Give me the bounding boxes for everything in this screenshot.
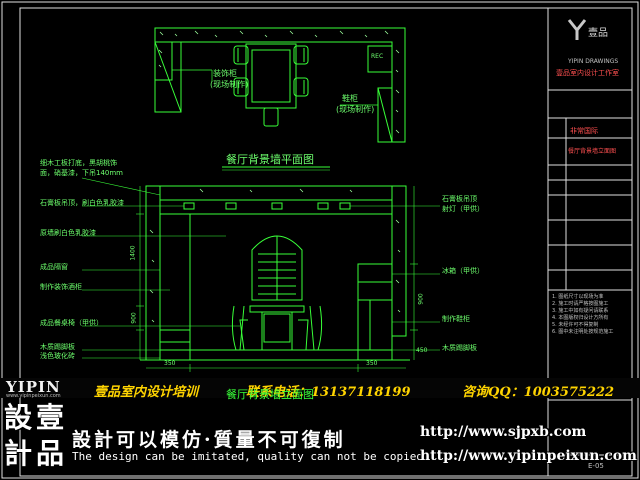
left-label-6: 制作装饰酒柜 <box>40 283 82 291</box>
logo-text: 壹品 <box>588 28 608 39</box>
dim-350-left: 350 <box>164 360 176 367</box>
note-4: 4. 本图版权归设计方所有 <box>552 315 609 321</box>
left-label-8: 木质踢脚板 <box>40 343 75 351</box>
notes-block: 1. 图纸尺寸以现场为准 2. 施工时请严格按图施工 3. 施工中如有疑问请联系… <box>552 294 630 336</box>
seal-char-1: 設 <box>4 401 33 434</box>
dim-900-right: 900 <box>417 293 425 305</box>
right-label-2: 射灯（甲供） <box>442 205 484 213</box>
label-shoe-note: (现场制作) <box>336 105 375 114</box>
dim-450: 450 <box>416 347 428 354</box>
seal-char-3: 計 <box>4 437 33 470</box>
watermark-seal: 設 壹 計 品 <box>2 402 68 478</box>
logo-en: YIPIN DRAWINGS <box>568 58 619 65</box>
watermark-url-1: http://www.sjpxb.com <box>420 424 587 440</box>
sheet-number: E-05 <box>588 462 604 470</box>
label-cabinet: 装饰柜 <box>213 69 237 78</box>
dim-350-right: 350 <box>366 360 378 367</box>
seal-char-2: 壹 <box>36 401 65 434</box>
banner-brand-sub: www.yipinpeixun.com <box>6 393 61 399</box>
ad-banner <box>0 378 640 398</box>
right-label-4: 制作鞋柜 <box>442 315 470 323</box>
left-label-4: 原墙刷白色乳胶漆 <box>40 229 96 237</box>
watermark-slogan-zh: 設計可以模仿·質量不可復制 <box>72 429 346 451</box>
seal-char-4: 品 <box>36 437 65 470</box>
note-5: 5. 未经许可不得复制 <box>552 322 599 328</box>
note-2: 2. 施工时请严格按图施工 <box>552 301 609 307</box>
label-shoe-cabinet: 鞋柜 <box>342 94 358 103</box>
banner-text-3: 咨询QQ：1003575222 <box>462 385 615 400</box>
right-label-5: 木质踢脚板 <box>442 344 477 352</box>
company-name: 壹品室内设计工作室 <box>556 69 619 77</box>
label-cabinet-note: (现场制作) <box>210 80 249 89</box>
left-label-7: 成品餐桌椅（甲供） <box>40 319 103 327</box>
project-name: 非常国际 <box>570 127 598 135</box>
banner-text-1: 壹品室内设计培训 <box>94 385 199 400</box>
banner-brand: YIPIN <box>6 378 61 396</box>
logo-icon <box>565 18 615 42</box>
right-label-3: 冰箱（甲供） <box>442 267 484 275</box>
watermark-url-2: http://www.yipinpeixun.com <box>420 448 637 464</box>
note-1: 1. 图纸尺寸以现场为准 <box>552 294 604 300</box>
dim-1400: 1400 <box>129 245 137 261</box>
elevation-title: 餐厅背景墙立面图 <box>226 388 314 401</box>
note-6: 6. 图中未注明处按规范施工 <box>552 329 614 335</box>
label-rec: REC <box>371 53 384 60</box>
left-label-1: 细木工板打底，黑胡桃饰 <box>40 159 117 167</box>
dim-900-left: 900 <box>130 312 138 324</box>
sheet-name: 餐厅背景墙立面图 <box>568 148 617 155</box>
left-label-5: 成品隔窗 <box>40 263 68 271</box>
left-label-3: 石膏板吊顶，刷白色乳胶漆 <box>40 199 124 207</box>
watermark-slogan-en: The design can be imitated, quality can … <box>72 450 423 463</box>
banner-text-2: 联系电话：13137118199 <box>246 385 411 400</box>
left-label-2: 面，硝基漆，下吊140mm <box>40 169 123 177</box>
plan-title: 餐厅背景墙平面图 <box>226 153 314 166</box>
right-label-1: 石膏板吊顶 <box>442 195 477 203</box>
note-3: 3. 施工中如有疑问请联系 <box>552 308 609 314</box>
left-label-9: 浅色玻化砖 <box>40 352 75 360</box>
